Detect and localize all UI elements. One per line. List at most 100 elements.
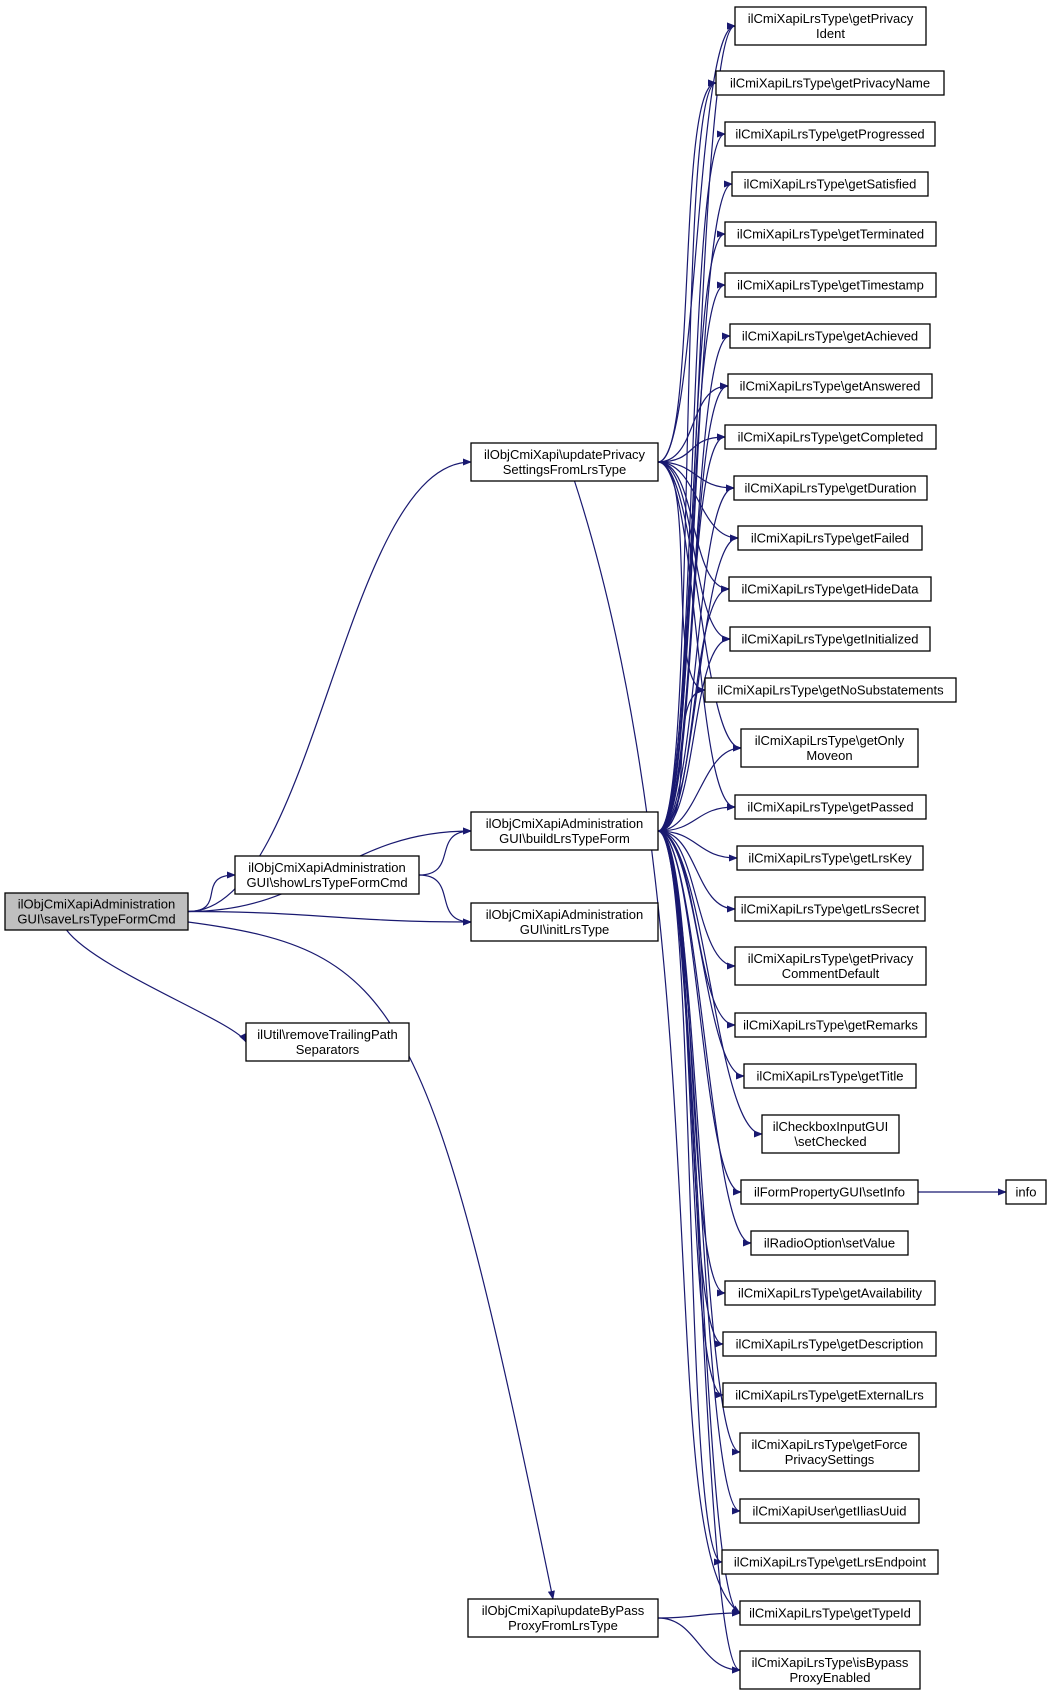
- node-gTitle[interactable]: ilCmiXapiLrsType\getTitle: [743, 1063, 917, 1089]
- node-label: ilCmiXapiLrsType\getLrsSecret: [741, 902, 920, 917]
- node-box: [750, 1230, 909, 1256]
- node-box: [743, 1063, 917, 1089]
- node-box: [724, 272, 937, 298]
- node-gAvail[interactable]: ilCmiXapiLrsType\getAvailability: [724, 1280, 936, 1306]
- node-box: [761, 1114, 900, 1154]
- node-label: ilCmiXapiLrsType\getPrivacy: [748, 951, 914, 966]
- node-label: ilObjCmiXapiAdministration: [486, 907, 644, 922]
- edge-build-to-roSet: [657, 830, 752, 1247]
- edge-build-to-gPass: [657, 803, 736, 832]
- node-box: [729, 626, 931, 652]
- edge-updPriv-to-gPrivName: [657, 79, 717, 463]
- node-gPrivCom[interactable]: ilCmiXapiLrsType\getPrivacyCommentDefaul…: [734, 946, 927, 986]
- node-label: ProxyEnabled: [790, 1670, 871, 1685]
- node-box: [470, 811, 659, 851]
- edge-build-to-fpInfo: [657, 830, 742, 1196]
- node-gComp[interactable]: ilCmiXapiLrsType\getCompleted: [724, 424, 937, 450]
- node-label: ilCmiXapiLrsType\getOnly: [755, 733, 905, 748]
- node-label: ilCmiXapiLrsType\getAnswered: [740, 379, 921, 394]
- node-build[interactable]: ilObjCmiXapiAdministrationGUI\buildLrsTy…: [470, 811, 659, 851]
- node-label: ilCheckboxInputGUI: [773, 1119, 889, 1134]
- node-gInit[interactable]: ilCmiXapiLrsType\getInitialized: [729, 626, 931, 652]
- node-gExt[interactable]: ilCmiXapiLrsType\getExternalLrs: [722, 1382, 937, 1408]
- node-gAch[interactable]: ilCmiXapiLrsType\getAchieved: [729, 323, 931, 349]
- node-label: ilRadioOption\setValue: [764, 1236, 895, 1251]
- node-label: GUI\showLrsTypeFormCmd: [246, 875, 407, 890]
- node-gUuid[interactable]: ilCmiXapiUser\getIliasUuid: [739, 1498, 920, 1524]
- node-gKey[interactable]: ilCmiXapiLrsType\getLrsKey: [736, 845, 924, 871]
- node-label: ilObjCmiXapiAdministration: [248, 860, 406, 875]
- node-init[interactable]: ilObjCmiXapiAdministrationGUI\initLrsTyp…: [470, 902, 659, 942]
- node-label: ilObjCmiXapiAdministration: [486, 816, 644, 831]
- node-box: [736, 845, 924, 871]
- node-label: ilCmiXapiLrsType\getSatisfied: [744, 177, 917, 192]
- edge-updPriv-to-gType: [573, 480, 741, 1614]
- node-root[interactable]: ilObjCmiXapiAdministrationGUI\saveLrsTyp…: [4, 892, 189, 931]
- edge-build-to-gHide: [657, 585, 730, 832]
- node-gRem[interactable]: ilCmiXapiLrsType\getRemarks: [734, 1012, 927, 1038]
- node-gDesc[interactable]: ilCmiXapiLrsType\getDescription: [722, 1331, 937, 1357]
- node-label: \setChecked: [794, 1134, 866, 1149]
- node-gHide[interactable]: ilCmiXapiLrsType\getHideData: [728, 576, 932, 602]
- node-gPrivName[interactable]: ilCmiXapiLrsType\getPrivacyName: [715, 70, 945, 96]
- node-gDur[interactable]: ilCmiXapiLrsType\getDuration: [733, 475, 928, 501]
- node-gType[interactable]: ilCmiXapiLrsType\getTypeId: [739, 1600, 921, 1626]
- edge-build-to-gAch: [657, 332, 731, 832]
- node-gFail[interactable]: ilCmiXapiLrsType\getFailed: [737, 525, 923, 551]
- node-label: ilCmiXapiLrsType\getDescription: [736, 1337, 924, 1352]
- node-gTime[interactable]: ilCmiXapiLrsType\getTimestamp: [724, 272, 937, 298]
- node-cbSet[interactable]: ilCheckboxInputGUI\setChecked: [761, 1114, 900, 1154]
- edge-build-to-gTime: [657, 281, 726, 832]
- node-label: ilCmiXapiLrsType\getNoSubstatements: [717, 683, 944, 698]
- node-label: ilCmiXapiLrsType\getProgressed: [735, 127, 924, 142]
- node-updPriv[interactable]: ilObjCmiXapi\updatePrivacySettingsFromLr…: [470, 442, 659, 482]
- node-gProg[interactable]: ilCmiXapiLrsType\getProgressed: [724, 121, 936, 147]
- node-gSecret[interactable]: ilCmiXapiLrsType\getLrsSecret: [734, 896, 926, 922]
- edge-updPriv-to-gInit: [657, 461, 731, 643]
- node-box: [734, 6, 927, 46]
- node-label: ilCmiXapiLrsType\getCompleted: [738, 430, 924, 445]
- node-gNoSub[interactable]: ilCmiXapiLrsType\getNoSubstatements: [704, 677, 957, 703]
- edge-build-to-gFail: [657, 534, 739, 832]
- node-label: ilCmiXapiLrsType\getPassed: [747, 800, 913, 815]
- node-fpInfo[interactable]: ilFormPropertyGUI\setInfo: [740, 1179, 919, 1205]
- node-info[interactable]: info: [1005, 1179, 1047, 1205]
- node-label: ilCmiXapiLrsType\isBypass: [752, 1655, 909, 1670]
- node-gEnd[interactable]: ilCmiXapiLrsType\getLrsEndpoint: [721, 1549, 939, 1575]
- node-gAns[interactable]: ilCmiXapiLrsType\getAnswered: [727, 373, 933, 399]
- edge-build-to-gKey: [657, 830, 738, 862]
- node-gTerm[interactable]: ilCmiXapiLrsType\getTerminated: [724, 221, 937, 247]
- node-label: ilCmiXapiLrsType\getAchieved: [742, 329, 918, 344]
- node-box: [722, 1331, 937, 1357]
- node-box: [734, 794, 927, 820]
- edge-build-to-gNoSub: [657, 686, 706, 832]
- node-show[interactable]: ilObjCmiXapiAdministrationGUI\showLrsTyp…: [234, 855, 420, 895]
- edge-build-to-gForce: [657, 830, 741, 1456]
- node-label: ilCmiXapiLrsType\getInitialized: [741, 632, 918, 647]
- node-label: ilCmiXapiLrsType\getHideData: [741, 582, 919, 597]
- node-label: ilCmiXapiLrsType\getTitle: [757, 1069, 904, 1084]
- node-box: [734, 896, 926, 922]
- node-box: [724, 221, 937, 247]
- node-label: ilCmiXapiLrsType\getLrsKey: [748, 851, 912, 866]
- node-gSat[interactable]: ilCmiXapiLrsType\getSatisfied: [731, 171, 929, 197]
- node-gPass[interactable]: ilCmiXapiLrsType\getPassed: [734, 794, 927, 820]
- node-roSet[interactable]: ilRadioOption\setValue: [750, 1230, 909, 1256]
- node-label: ilFormPropertyGUI\setInfo: [754, 1185, 905, 1200]
- edge-updPriv-to-gFail: [657, 461, 739, 542]
- edge-updPriv-to-gComp: [657, 433, 726, 463]
- node-box: [740, 1179, 919, 1205]
- node-label: ilCmiXapiLrsType\getFailed: [751, 531, 909, 546]
- node-box: [734, 1012, 927, 1038]
- node-box: [727, 373, 933, 399]
- node-bypass[interactable]: ilObjCmiXapi\updateByPassProxyFromLrsTyp…: [467, 1598, 659, 1638]
- node-label: ilObjCmiXapi\updatePrivacy: [484, 447, 646, 462]
- node-label: ilCmiXapiLrsType\getForce: [751, 1437, 907, 1452]
- node-box: [234, 855, 420, 895]
